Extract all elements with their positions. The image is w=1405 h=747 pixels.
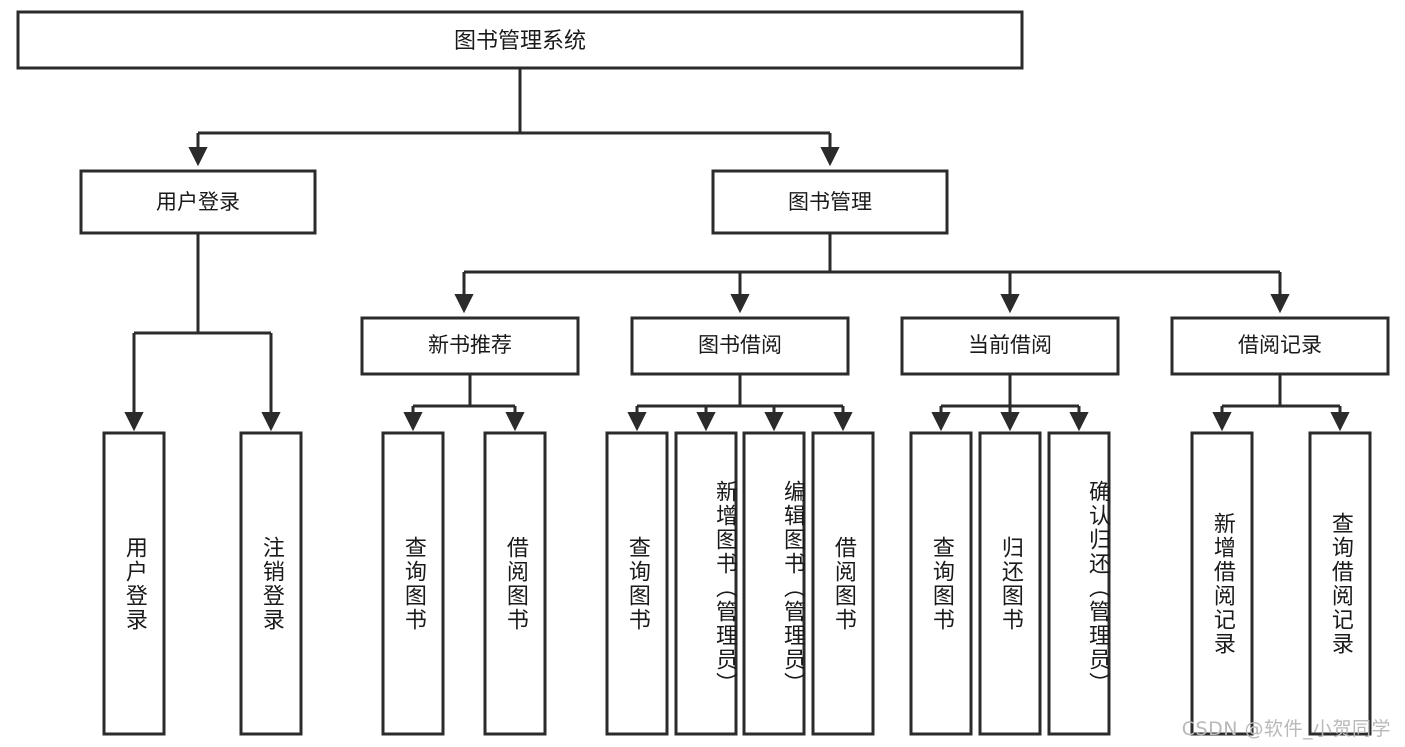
node-new-book-recommend[interactable]: 新书推荐 [360, 316, 580, 376]
node-leaf-logout-login[interactable] [239, 431, 303, 736]
node-book-borrow-label: 图书借阅 [698, 333, 782, 357]
node-root[interactable]: 图书管理系统 [16, 10, 1024, 70]
node-leaf-query-book-1-box [381, 431, 445, 736]
node-leaf-confirm-return[interactable] [1047, 431, 1111, 736]
node-book-borrow[interactable]: 图书借阅 [630, 316, 850, 376]
node-user-login-label: 用户登录 [156, 190, 240, 214]
node-book-borrow-box [630, 316, 850, 376]
node-leaf-return-book[interactable] [978, 431, 1042, 736]
node-root-box [16, 10, 1024, 70]
node-current-borrow[interactable]: 当前借阅 [900, 316, 1120, 376]
node-user-login[interactable]: 用户登录 [79, 169, 317, 235]
node-leaf-query-book-2[interactable] [605, 431, 669, 736]
node-borrow-record-box [1170, 316, 1390, 376]
node-new-book-recommend-box [360, 316, 580, 376]
node-current-borrow-label: 当前借阅 [968, 333, 1052, 357]
node-leaf-borrow-book-2[interactable] [811, 431, 875, 736]
node-leaf-add-record-box [1190, 431, 1254, 736]
node-leaf-user-login-box [102, 431, 166, 736]
node-book-manage-label: 图书管理 [788, 190, 872, 214]
node-leaf-query-book-2-box [605, 431, 669, 736]
node-borrow-record-label: 借阅记录 [1238, 333, 1322, 357]
node-book-manage[interactable]: 图书管理 [711, 169, 949, 235]
node-book-manage-box [711, 169, 949, 235]
node-leaf-add-book[interactable] [674, 431, 738, 736]
node-leaf-edit-book[interactable] [742, 431, 806, 736]
node-leaf-user-login[interactable] [102, 431, 166, 736]
node-leaf-query-book-3[interactable] [909, 431, 973, 736]
node-root-label: 图书管理系统 [454, 29, 586, 54]
node-leaf-confirm-return-box [1047, 431, 1111, 736]
node-leaf-borrow-book-2-box [811, 431, 875, 736]
watermark-text: CSDN @软件_小贺同学 [1181, 718, 1391, 740]
node-leaf-return-book-box [978, 431, 1042, 736]
node-leaf-query-record-box [1308, 431, 1372, 736]
node-current-borrow-box [900, 316, 1120, 376]
node-new-book-recommend-label: 新书推荐 [428, 333, 512, 357]
node-leaf-borrow-book-1[interactable] [483, 431, 547, 736]
node-leaf-edit-book-box [742, 431, 806, 736]
node-leaf-query-record[interactable] [1308, 431, 1372, 736]
node-leaf-query-book-1[interactable] [381, 431, 445, 736]
node-leaf-borrow-book-1-box [483, 431, 547, 736]
node-leaf-query-book-3-box [909, 431, 973, 736]
node-borrow-record[interactable]: 借阅记录 [1170, 316, 1390, 376]
node-leaf-logout-login-box [239, 431, 303, 736]
node-leaf-add-book-box [674, 431, 738, 736]
node-leaf-add-record[interactable] [1190, 431, 1254, 736]
